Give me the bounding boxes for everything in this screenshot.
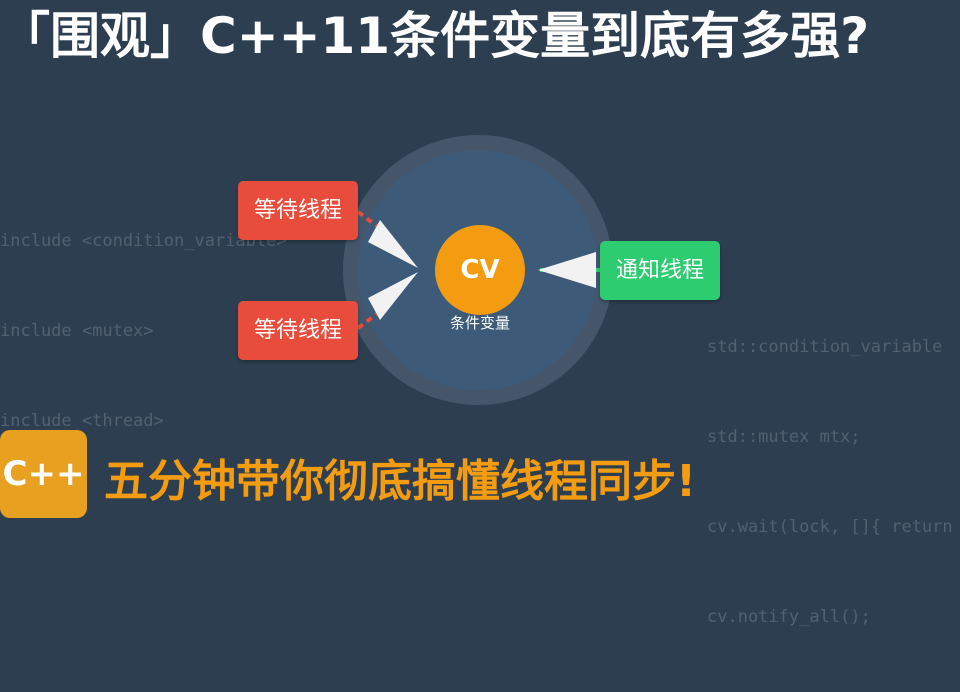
- thumbnail-canvas: 「围观」C++11条件变量到底有多强? include <condition_v…: [0, 7, 953, 627]
- notify-thread-node: 通知线程: [600, 241, 720, 300]
- arrowhead-wait-top: [368, 220, 418, 268]
- waiting-thread-node-top: 等待线程: [238, 181, 358, 240]
- connector-wait-top: [356, 210, 387, 234]
- waiting-thread-node-bottom: 等待线程: [238, 301, 358, 360]
- condition-variable-node: CV: [435, 225, 525, 315]
- code-line: include <thread>: [0, 411, 164, 431]
- code-line: std::mutex mtx;: [707, 427, 861, 447]
- headline-title: 「围观」C++11条件变量到底有多强?: [0, 7, 870, 65]
- arrowhead-notify: [538, 252, 596, 288]
- condition-variable-caption: 条件变量: [449, 314, 510, 332]
- code-line: std::condition_variable: [707, 337, 943, 357]
- arrowhead-wait-bottom: [368, 272, 418, 320]
- code-line: include <mutex>: [0, 321, 154, 341]
- code-snippet-includes: include <condition_variable> include <mu…: [0, 166, 340, 496]
- code-line: include <condition_variable>: [0, 231, 287, 251]
- headline-subtitle: 五分钟带你彻底搞懂线程同步!: [104, 456, 697, 507]
- code-line: cv.wait(lock, []{ return: [707, 517, 953, 537]
- code-line: cv.notify_all();: [707, 607, 871, 627]
- connector-wait-bottom: [356, 306, 387, 330]
- cpp-badge: C++: [0, 430, 87, 518]
